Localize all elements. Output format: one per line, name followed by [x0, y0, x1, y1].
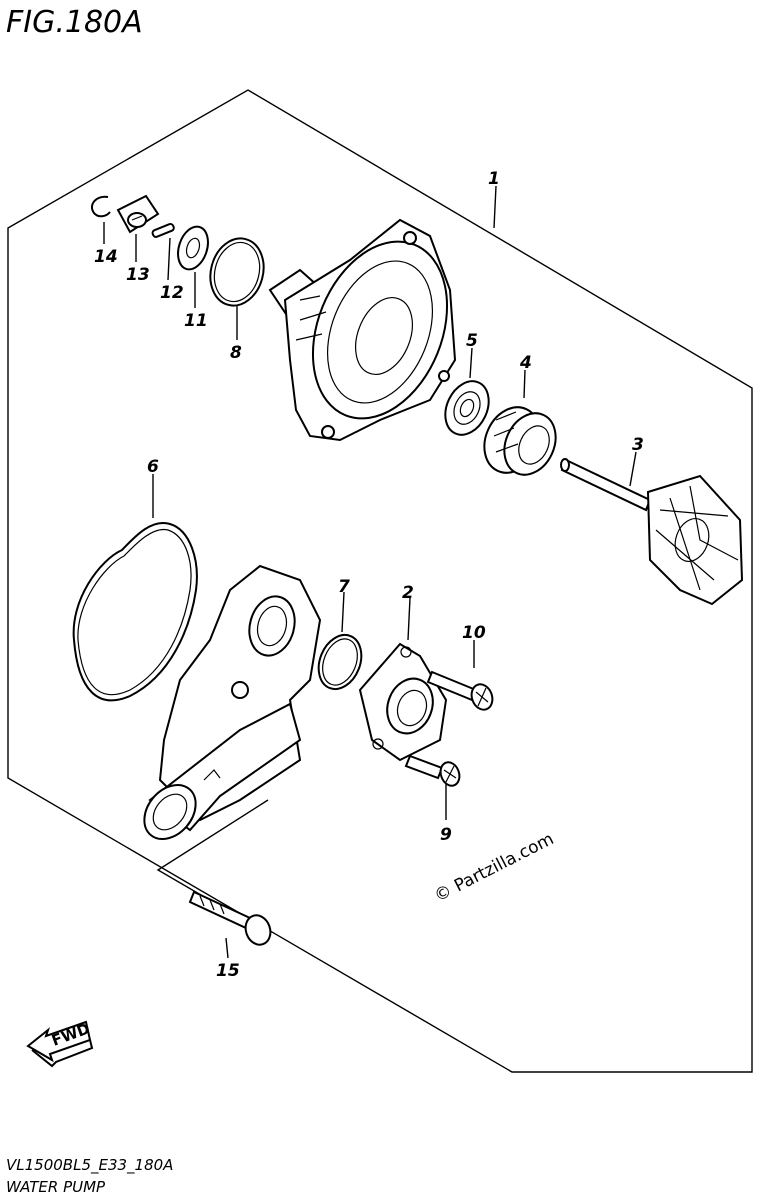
oil-seal-part[interactable]	[437, 374, 497, 442]
leader-lines	[103, 185, 637, 959]
mechanical-seal-part[interactable]	[474, 398, 565, 483]
screw-9-part[interactable]	[404, 754, 463, 788]
washer-part[interactable]	[173, 223, 213, 273]
callout-15: 15	[216, 961, 240, 981]
screw-10-part[interactable]	[426, 670, 496, 713]
callout-5: 5	[466, 331, 478, 351]
section-name: WATER PUMP	[6, 1178, 106, 1196]
gasket-part[interactable]	[72, 521, 198, 702]
callout-8: 8	[230, 343, 242, 363]
callout-7: 7	[338, 577, 350, 597]
callout-12: 12	[160, 283, 184, 303]
flange-bolt-part[interactable]	[188, 890, 274, 948]
callout-13: 13	[126, 265, 150, 285]
callout-10: 10	[462, 623, 486, 643]
callout-4: 4	[519, 353, 532, 373]
inlet-cap-part[interactable]	[358, 642, 448, 762]
callout-9: 9	[440, 825, 452, 845]
o-ring-7-part[interactable]	[311, 629, 369, 696]
o-ring-8-part[interactable]	[203, 232, 271, 311]
pump-cover-housing	[143, 564, 322, 840]
pin-part[interactable]	[151, 223, 175, 238]
callout-1: 1	[488, 169, 500, 189]
callout-6: 6	[147, 457, 159, 477]
water-pump-body-part[interactable]	[268, 218, 472, 442]
assembly-boundary	[7, 89, 753, 1073]
figure-title: FIG.180A	[6, 5, 143, 40]
callout-11: 11	[184, 311, 208, 331]
drive-coupling-part[interactable]	[116, 194, 160, 234]
callout-2: 2	[402, 583, 414, 603]
callout-3: 3	[632, 435, 644, 455]
fwd-arrow-icon: FWD	[26, 1019, 94, 1068]
impeller-shaft-part[interactable]	[560, 458, 744, 606]
circlip-part[interactable]	[90, 195, 111, 218]
model-code: VL1500BL5_E33_180A	[6, 1156, 173, 1175]
callout-14: 14	[94, 247, 118, 267]
